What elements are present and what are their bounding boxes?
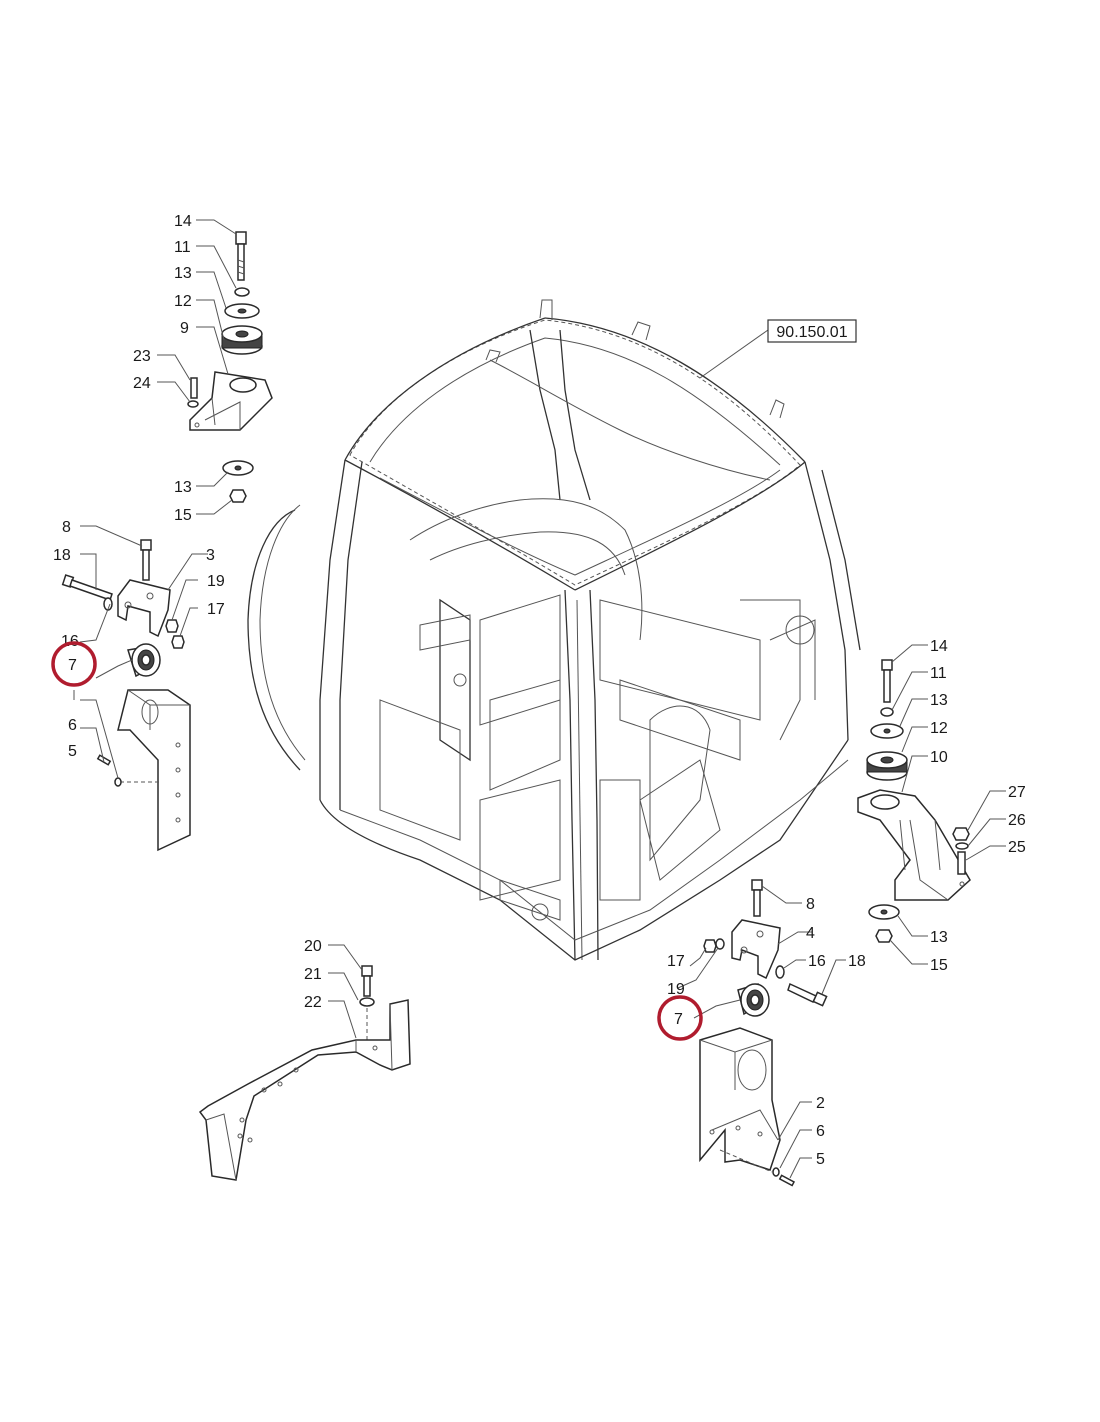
rubber-mount-part <box>737 983 770 1017</box>
callout-19: 19 <box>207 573 225 590</box>
callout-17: 17 <box>207 601 225 618</box>
callout-5: 5 <box>816 1151 825 1168</box>
nut-part <box>952 827 970 841</box>
bolt-part <box>361 965 373 977</box>
washer-part <box>359 997 375 1007</box>
callout-2: 2 <box>816 1095 825 1112</box>
section-reference-label: 90.150.01 <box>776 324 847 341</box>
mount-bracket-part <box>731 919 781 980</box>
bolt-part <box>61 574 113 601</box>
nut-part <box>171 635 185 649</box>
callout-23: 23 <box>133 348 151 365</box>
highlight-circle <box>657 995 703 1041</box>
callout-20: 20 <box>304 938 322 955</box>
washer-part <box>187 400 199 408</box>
callout-14: 14 <box>174 213 192 230</box>
washer-part <box>234 287 250 297</box>
callout-15: 15 <box>930 957 948 974</box>
callout-16: 16 <box>808 953 826 970</box>
washer-part <box>114 777 122 787</box>
callout-27: 27 <box>1008 784 1026 801</box>
callout-11: 11 <box>930 665 947 682</box>
floor-support-bracket-group: 20 21 22 <box>198 938 411 1181</box>
nut-part <box>875 929 893 943</box>
callout-19: 19 <box>667 981 685 998</box>
callout-22: 22 <box>304 994 322 1011</box>
callout-15: 15 <box>174 507 192 524</box>
mount-bracket-part <box>117 579 171 638</box>
callout-8: 8 <box>806 896 815 913</box>
callout-12: 12 <box>930 720 948 737</box>
section-reference-callout: 90.150.01 <box>699 319 857 379</box>
mount-bracket-part <box>189 371 273 431</box>
bolt-part <box>778 1174 796 1187</box>
stud-part <box>957 851 966 875</box>
callout-6: 6 <box>68 717 77 734</box>
bolt-part <box>751 879 763 891</box>
bolt-part <box>190 377 198 399</box>
washer-part <box>715 938 725 950</box>
rubber-mount-part <box>866 751 908 781</box>
nut-part <box>165 619 179 633</box>
support-bracket-part <box>699 1027 781 1173</box>
callout-13: 13 <box>930 692 948 709</box>
bolt-part <box>140 539 152 551</box>
rubber-mount-part <box>221 325 263 355</box>
cab-frame <box>247 299 861 961</box>
nut-part <box>703 939 717 953</box>
front-left-mount-group: 14 11 13 12 9 23 24 13 15 <box>133 213 273 524</box>
callout-6: 6 <box>816 1123 825 1140</box>
callout-13: 13 <box>174 265 192 282</box>
washer-part <box>775 965 785 979</box>
callout-13: 13 <box>174 479 192 496</box>
callout-18: 18 <box>848 953 866 970</box>
mount-bracket-part <box>857 789 971 901</box>
washer-part <box>772 1167 780 1177</box>
floor-bracket-part <box>198 999 411 1181</box>
callout-10: 10 <box>930 749 948 766</box>
bolt-part <box>235 231 247 281</box>
rear-right-mount-group: 8 4 17 16 18 19 2 6 5 7 <box>657 879 866 1187</box>
washer-part <box>880 707 894 717</box>
callout-7-highlighted: 7 <box>674 1011 683 1028</box>
callout-11: 11 <box>174 239 191 256</box>
callout-18: 18 <box>53 547 71 564</box>
callout-21: 21 <box>304 966 322 983</box>
highlight-circle <box>51 641 97 687</box>
callout-7-highlighted: 7 <box>68 657 77 674</box>
support-bracket-part <box>117 689 191 852</box>
front-right-mount-group: 14 11 13 12 10 27 26 25 13 15 <box>857 638 1026 974</box>
rubber-mount-part <box>127 643 161 678</box>
callout-26: 26 <box>1008 812 1026 829</box>
callout-8: 8 <box>62 519 71 536</box>
rear-left-mount-group: 8 18 3 19 17 16 6 5 7 <box>51 519 225 852</box>
nut-part <box>229 489 247 503</box>
callout-25: 25 <box>1008 839 1026 856</box>
callout-24: 24 <box>133 375 151 392</box>
callout-14: 14 <box>930 638 948 655</box>
callout-17: 17 <box>667 953 685 970</box>
washer-part <box>955 842 969 850</box>
callout-13: 13 <box>930 929 948 946</box>
callout-9: 9 <box>180 320 189 337</box>
callout-12: 12 <box>174 293 192 310</box>
bolt-part <box>881 659 893 671</box>
callout-4: 4 <box>806 925 815 942</box>
callout-3: 3 <box>206 547 215 564</box>
callout-5: 5 <box>68 743 77 760</box>
bolt-part <box>787 982 828 1007</box>
